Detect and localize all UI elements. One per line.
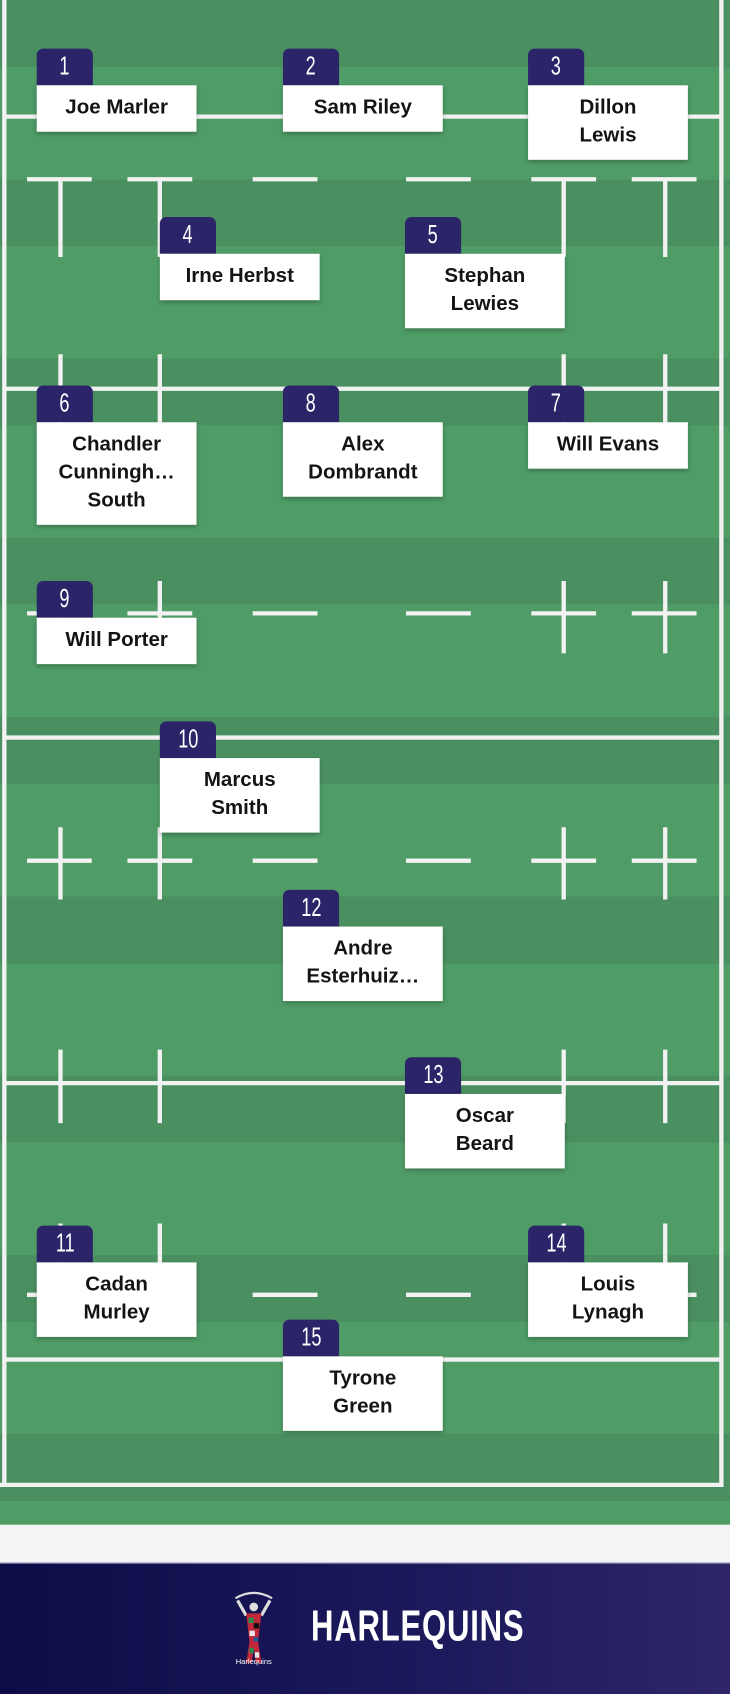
jersey-number-badge: 9 [36, 580, 93, 618]
player-name: Chandler Cunningh… South [36, 422, 197, 525]
player-name: Louis Lynagh [528, 1262, 688, 1337]
jersey-number-badge: 5 [404, 217, 462, 254]
jersey-number-badge: 8 [282, 385, 340, 423]
team-footer: Harlequins HARLEQUINS [0, 1562, 730, 1694]
player-name: Alex Dombrandt [282, 422, 443, 497]
player-card-3[interactable]: 3 Dillon Lewis [528, 48, 688, 160]
player-card-6[interactable]: 6 Chandler Cunningh… South [36, 385, 197, 525]
jersey-number-badge: 12 [282, 889, 340, 927]
jersey-number-badge: 7 [528, 385, 585, 423]
jersey-number-badge: 10 [159, 721, 216, 759]
player-name: Oscar Beard [404, 1093, 565, 1169]
harlequins-logo-icon [234, 1591, 273, 1664]
jersey-number-badge: 13 [404, 1057, 462, 1094]
player-name: Joe Marler [36, 85, 197, 132]
player-card-11[interactable]: 11 Cadan Murley [36, 1225, 197, 1337]
player-card-4[interactable]: 4 Irne Herbst [159, 217, 320, 301]
player-name: Irne Herbst [159, 253, 320, 301]
logo-caption: Harlequins [235, 1658, 272, 1667]
player-card-14[interactable]: 14 Louis Lynagh [528, 1225, 688, 1337]
jersey-number-badge: 4 [159, 217, 216, 254]
jersey-number-badge: 1 [36, 48, 93, 86]
player-name: Stephan Lewies [404, 253, 565, 329]
player-card-1[interactable]: 1 Joe Marler [36, 48, 197, 132]
jersey-number-badge: 14 [528, 1225, 585, 1263]
player-card-5[interactable]: 5 Stephan Lewies [404, 217, 565, 329]
team-name: HARLEQUINS [311, 1602, 525, 1651]
player-card-8[interactable]: 8 Alex Dombrandt [282, 385, 443, 497]
player-name: Sam Riley [282, 85, 443, 132]
spacer [0, 1524, 730, 1563]
jersey-number-badge: 2 [282, 48, 340, 86]
player-card-10[interactable]: 10 Marcus Smith [159, 721, 320, 833]
player-name: Tyrone Green [282, 1356, 443, 1431]
player-name: Will Porter [36, 617, 197, 665]
player-name: Andre Esterhuiz… [282, 926, 443, 1002]
player-card-12[interactable]: 12 Andre Esterhuiz… [282, 889, 443, 1002]
jersey-number-badge: 11 [36, 1225, 93, 1263]
player-name: Marcus Smith [159, 758, 320, 833]
player-card-2[interactable]: 2 Sam Riley [282, 48, 443, 132]
jersey-number-badge: 3 [528, 48, 585, 86]
dashed-line-row [26, 827, 697, 900]
player-card-7[interactable]: 7 Will Evans [528, 385, 688, 469]
player-card-15[interactable]: 15 Tyrone Green [282, 1319, 443, 1431]
jersey-number-badge: 6 [36, 385, 93, 423]
player-name: Dillon Lewis [528, 85, 688, 160]
player-name: Cadan Murley [36, 1262, 197, 1337]
rugby-pitch: 1 Joe Marler 2 Sam Riley 3 Dillon Lewis … [0, 0, 730, 1525]
player-card-9[interactable]: 9 Will Porter [36, 580, 197, 665]
player-card-13[interactable]: 13 Oscar Beard [404, 1057, 565, 1169]
jersey-number-badge: 15 [282, 1319, 340, 1357]
player-name: Will Evans [528, 422, 688, 469]
